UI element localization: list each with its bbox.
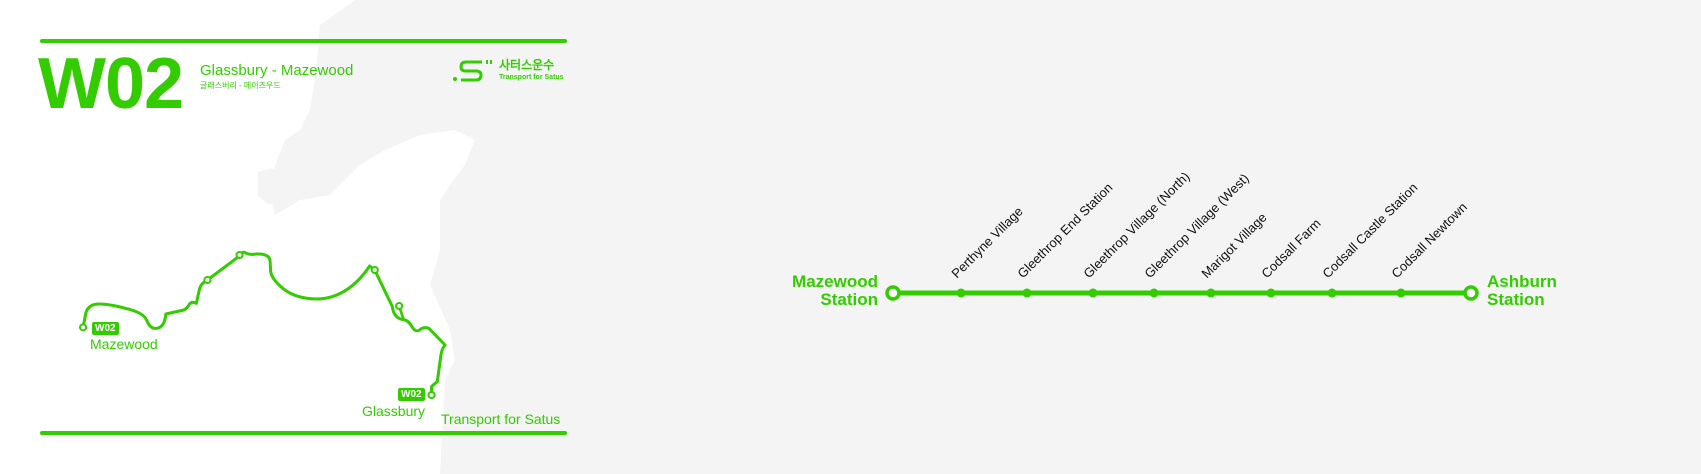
stop-dot bbox=[1022, 288, 1032, 298]
map-stop-glassbury bbox=[427, 391, 436, 399]
map-stop-mazewood bbox=[79, 323, 88, 332]
stop-dot bbox=[1088, 288, 1098, 298]
route-path bbox=[81, 250, 447, 397]
terminal-line: Station bbox=[1487, 290, 1545, 309]
terminal-label-end: Ashburn Station bbox=[1487, 273, 1557, 309]
stop-dot bbox=[1396, 288, 1406, 298]
terminal-ashburn bbox=[1463, 285, 1479, 301]
stop-dot bbox=[1149, 288, 1159, 298]
operator-logo-icon bbox=[453, 60, 492, 82]
bottom-rule bbox=[40, 431, 567, 435]
route-badge-start: W02 bbox=[92, 322, 119, 335]
terminal-mazewood bbox=[885, 285, 901, 301]
map-stop bbox=[370, 266, 379, 274]
stop-dot bbox=[956, 288, 966, 298]
terminal-line: Mazewood bbox=[792, 272, 878, 291]
operator-name: Transport for Satus bbox=[499, 74, 564, 81]
route-map bbox=[79, 250, 447, 399]
stop-dot bbox=[1327, 288, 1337, 298]
stop-dot bbox=[1266, 288, 1276, 298]
terminal-line: Ashburn bbox=[1487, 272, 1557, 291]
map-label-mazewood: Mazewood bbox=[90, 336, 158, 352]
sea-area bbox=[0, 0, 475, 474]
stop-dot bbox=[1206, 288, 1216, 298]
top-rule bbox=[40, 39, 567, 43]
route-badge-end: W02 bbox=[398, 388, 425, 401]
footer-operator: Transport for Satus bbox=[441, 411, 561, 427]
map-label-glassbury: Glassbury bbox=[362, 403, 426, 419]
route-title: Glassbury - Mazewood bbox=[200, 62, 354, 79]
map-stop bbox=[395, 302, 404, 310]
terminal-label-start: Mazewood Station bbox=[792, 273, 878, 309]
operator-name-korean: 사터스운수 bbox=[499, 58, 555, 72]
terminal-line: Station bbox=[820, 290, 878, 309]
map-stop bbox=[203, 276, 212, 284]
route-code: W02 bbox=[38, 44, 184, 124]
route-title-korean: 글래스버리 - 메이즈우드 bbox=[200, 81, 281, 90]
map-stop bbox=[235, 251, 244, 259]
island bbox=[258, 168, 285, 205]
